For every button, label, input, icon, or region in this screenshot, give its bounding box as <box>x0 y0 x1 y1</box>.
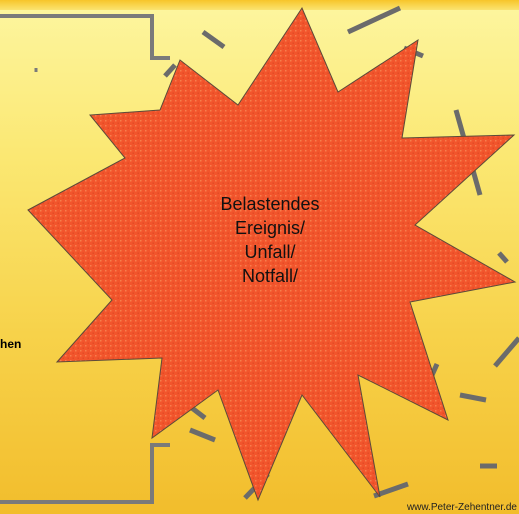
top-border-strip <box>0 0 519 10</box>
burst-label-line-3: Unfall/ <box>244 242 296 262</box>
explosion-burst-shape <box>27 6 517 502</box>
burst-label: Belastendes Ereignis/ Unfall/ Notfall/ <box>170 192 370 288</box>
truncated-side-label: hen <box>0 337 22 351</box>
burst-label-line-4: Notfall/ <box>241 266 299 286</box>
frame-bracket-top <box>0 14 170 60</box>
burst-label-line-2: Ereignis/ <box>234 218 306 238</box>
frame-bracket-bottom <box>0 443 170 504</box>
burst-label-line-1: Belastendes <box>220 194 320 214</box>
footer-website-link[interactable]: www.Peter-Zehentner.de <box>406 502 517 513</box>
